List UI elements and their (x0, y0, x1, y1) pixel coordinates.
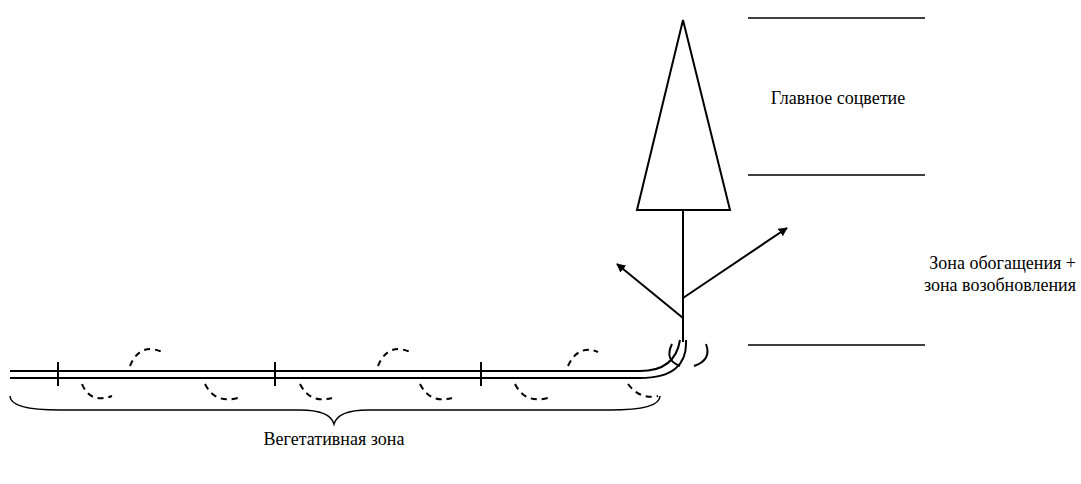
bud-arc (300, 384, 332, 399)
base-buds (669, 344, 707, 366)
zone-line (748, 344, 925, 346)
zone-label: Вегетативная зона (264, 428, 405, 450)
zone-brace (10, 396, 660, 424)
bud-arc (82, 384, 112, 398)
inflorescence-triangle (637, 20, 730, 210)
rhizome-line (10, 340, 680, 371)
bud-arcs (82, 349, 658, 399)
branch-arrow (683, 228, 787, 298)
node-mark (57, 362, 59, 386)
bud-arc (628, 384, 658, 397)
zone-bounds (748, 18, 925, 345)
bud-arc (205, 384, 238, 399)
bud-arc (378, 349, 410, 366)
rhizome (10, 340, 686, 386)
bud-arc (420, 384, 452, 399)
zone-line (748, 174, 925, 176)
bud-arc (568, 350, 598, 366)
zone-line (748, 17, 925, 19)
node-mark (274, 362, 276, 386)
zone-label: Зона обогащения + зона возобновления (920, 252, 1076, 296)
rhizome-line (10, 340, 686, 378)
stem (617, 20, 787, 342)
stem-line (682, 210, 684, 342)
bud-arc (694, 344, 708, 366)
zone-label: Главное соцветие (771, 87, 905, 109)
bud-arc (669, 344, 680, 366)
bud-arc (130, 349, 162, 366)
node-mark (480, 362, 482, 386)
bud-arc (515, 384, 548, 399)
branch-arrow (617, 264, 683, 318)
